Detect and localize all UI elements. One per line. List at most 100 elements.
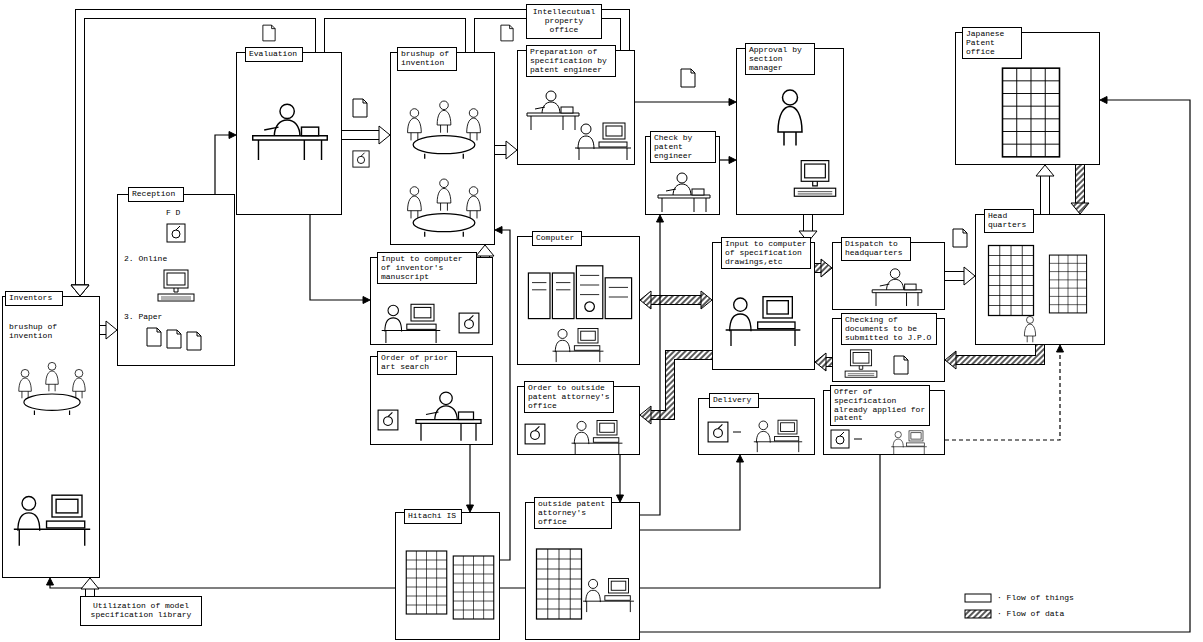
process-panel: Approval by section manager xyxy=(736,48,844,215)
person-figure xyxy=(1024,316,1035,342)
brushup-illustration xyxy=(399,93,489,241)
worker-at-computer xyxy=(14,495,90,545)
person-at-desk xyxy=(658,173,710,212)
connector-line xyxy=(215,135,229,194)
connector-line xyxy=(1040,176,1050,214)
legend-row: · Flow of things xyxy=(962,592,1076,604)
connector-line xyxy=(85,589,95,596)
arrowhead xyxy=(506,141,517,159)
box-heading: Order of prior art search xyxy=(377,351,457,375)
computer-icon xyxy=(794,161,835,197)
connector-line xyxy=(1041,176,1049,214)
connector-line xyxy=(640,100,1190,632)
box-text: F D xyxy=(166,209,180,218)
document-icon xyxy=(894,356,908,374)
box-heading: Inventors xyxy=(5,291,63,306)
arrowhead xyxy=(640,291,651,309)
connector-line xyxy=(619,455,620,495)
worker-at-computer xyxy=(572,420,623,454)
box-heading: Dispatch to headquarters xyxy=(841,237,911,261)
box-heading: Delivery xyxy=(709,393,759,408)
floppy-icon xyxy=(167,224,185,242)
order-outside-illustration xyxy=(524,415,632,455)
worker-at-computer xyxy=(754,420,802,452)
connector-line xyxy=(100,326,106,334)
connector-outline-layer xyxy=(80,14,1080,596)
process-panel: Hitachi IS xyxy=(395,512,500,640)
dispatch-illustration xyxy=(868,265,926,307)
worker-at-computer xyxy=(553,328,604,362)
building-icon xyxy=(537,549,582,619)
box-label: Intellecutual property office xyxy=(531,8,597,34)
document-icon xyxy=(353,99,367,117)
building-icon xyxy=(1003,68,1060,157)
document-icon xyxy=(187,332,201,350)
arrowhead xyxy=(1036,165,1054,176)
approval-illustration xyxy=(767,87,843,203)
dash-mark xyxy=(733,432,741,433)
connector-line xyxy=(310,215,363,300)
document-icon xyxy=(167,330,181,348)
arrowhead-layer xyxy=(47,97,1108,590)
process-panel: Check by patent engineer xyxy=(645,136,720,215)
process-panel: Inventorsbrushup of invention xyxy=(2,296,100,578)
headquarters-illustration xyxy=(986,243,1098,343)
document-icon xyxy=(263,25,275,41)
computer-icon xyxy=(158,270,194,301)
box-heading: Approval by section manager xyxy=(745,43,815,75)
building-icon xyxy=(989,246,1034,316)
connector-fill-layer xyxy=(80,14,1080,596)
arrowhead xyxy=(737,455,744,462)
box-heading: Computer xyxy=(532,231,582,246)
box-heading: Offer of specification already applied f… xyxy=(830,385,930,426)
process-panel: brushup of invention xyxy=(390,52,495,245)
process-panel: Delivery xyxy=(698,398,815,455)
patent-office-building xyxy=(996,65,1066,160)
process-panel: Offer of specification already applied f… xyxy=(823,390,945,455)
legend-swatch xyxy=(964,609,992,619)
connector-line xyxy=(640,462,740,530)
offer-illustration xyxy=(830,427,938,455)
connector-line xyxy=(342,131,379,139)
process-panel: Input to computer of specification drawi… xyxy=(712,242,815,370)
attorney-office-illustration xyxy=(534,539,638,629)
arrowhead xyxy=(1071,203,1089,214)
process-panel: Preparation of specification by patent e… xyxy=(517,50,635,165)
person-at-desk xyxy=(527,91,579,130)
label-box: Utilization of model specification libra… xyxy=(80,596,202,626)
arrowhead xyxy=(821,259,832,277)
connector-line xyxy=(803,215,813,231)
floppy-icon xyxy=(353,151,369,167)
box-heading: Evaluation xyxy=(245,47,303,62)
box-heading: Checking of documents to be submitted to… xyxy=(841,313,937,345)
process-panel: Input to computer of inventor's manuscri… xyxy=(370,257,493,345)
computer-illustration xyxy=(526,259,634,363)
preparation-illustration xyxy=(523,87,635,163)
box-heading: Preparation of specification by patent e… xyxy=(526,45,616,77)
arrowhead xyxy=(657,215,664,222)
people-group xyxy=(408,179,481,237)
arrowhead xyxy=(467,505,474,512)
arrowhead xyxy=(701,291,712,309)
document-icon xyxy=(681,69,695,87)
connector-line xyxy=(815,264,821,272)
arrowhead xyxy=(229,132,236,139)
box-heading: brushup of invention xyxy=(397,47,457,71)
process-panel: Dispatch to headquarters xyxy=(832,242,945,310)
manuscript-input-illustration xyxy=(376,298,486,344)
document-icon xyxy=(147,328,161,346)
process-panel: Evaluation xyxy=(236,52,342,215)
box-heading: Reception xyxy=(128,187,184,202)
box-heading: Hitachi IS xyxy=(404,509,462,524)
box-label: Utilization of model specification libra… xyxy=(85,602,197,620)
connector-line xyxy=(945,272,964,280)
floppy-icon xyxy=(525,424,545,444)
connector-line xyxy=(720,159,729,160)
connector-line xyxy=(651,295,701,305)
checking-illustration xyxy=(843,349,913,379)
connector-line xyxy=(100,325,106,335)
arrowhead xyxy=(640,406,651,424)
box-text: 3. Paper xyxy=(124,313,162,322)
process-panel: Checking of documents to be submitted to… xyxy=(832,318,945,382)
delivery-illustration xyxy=(707,415,811,453)
